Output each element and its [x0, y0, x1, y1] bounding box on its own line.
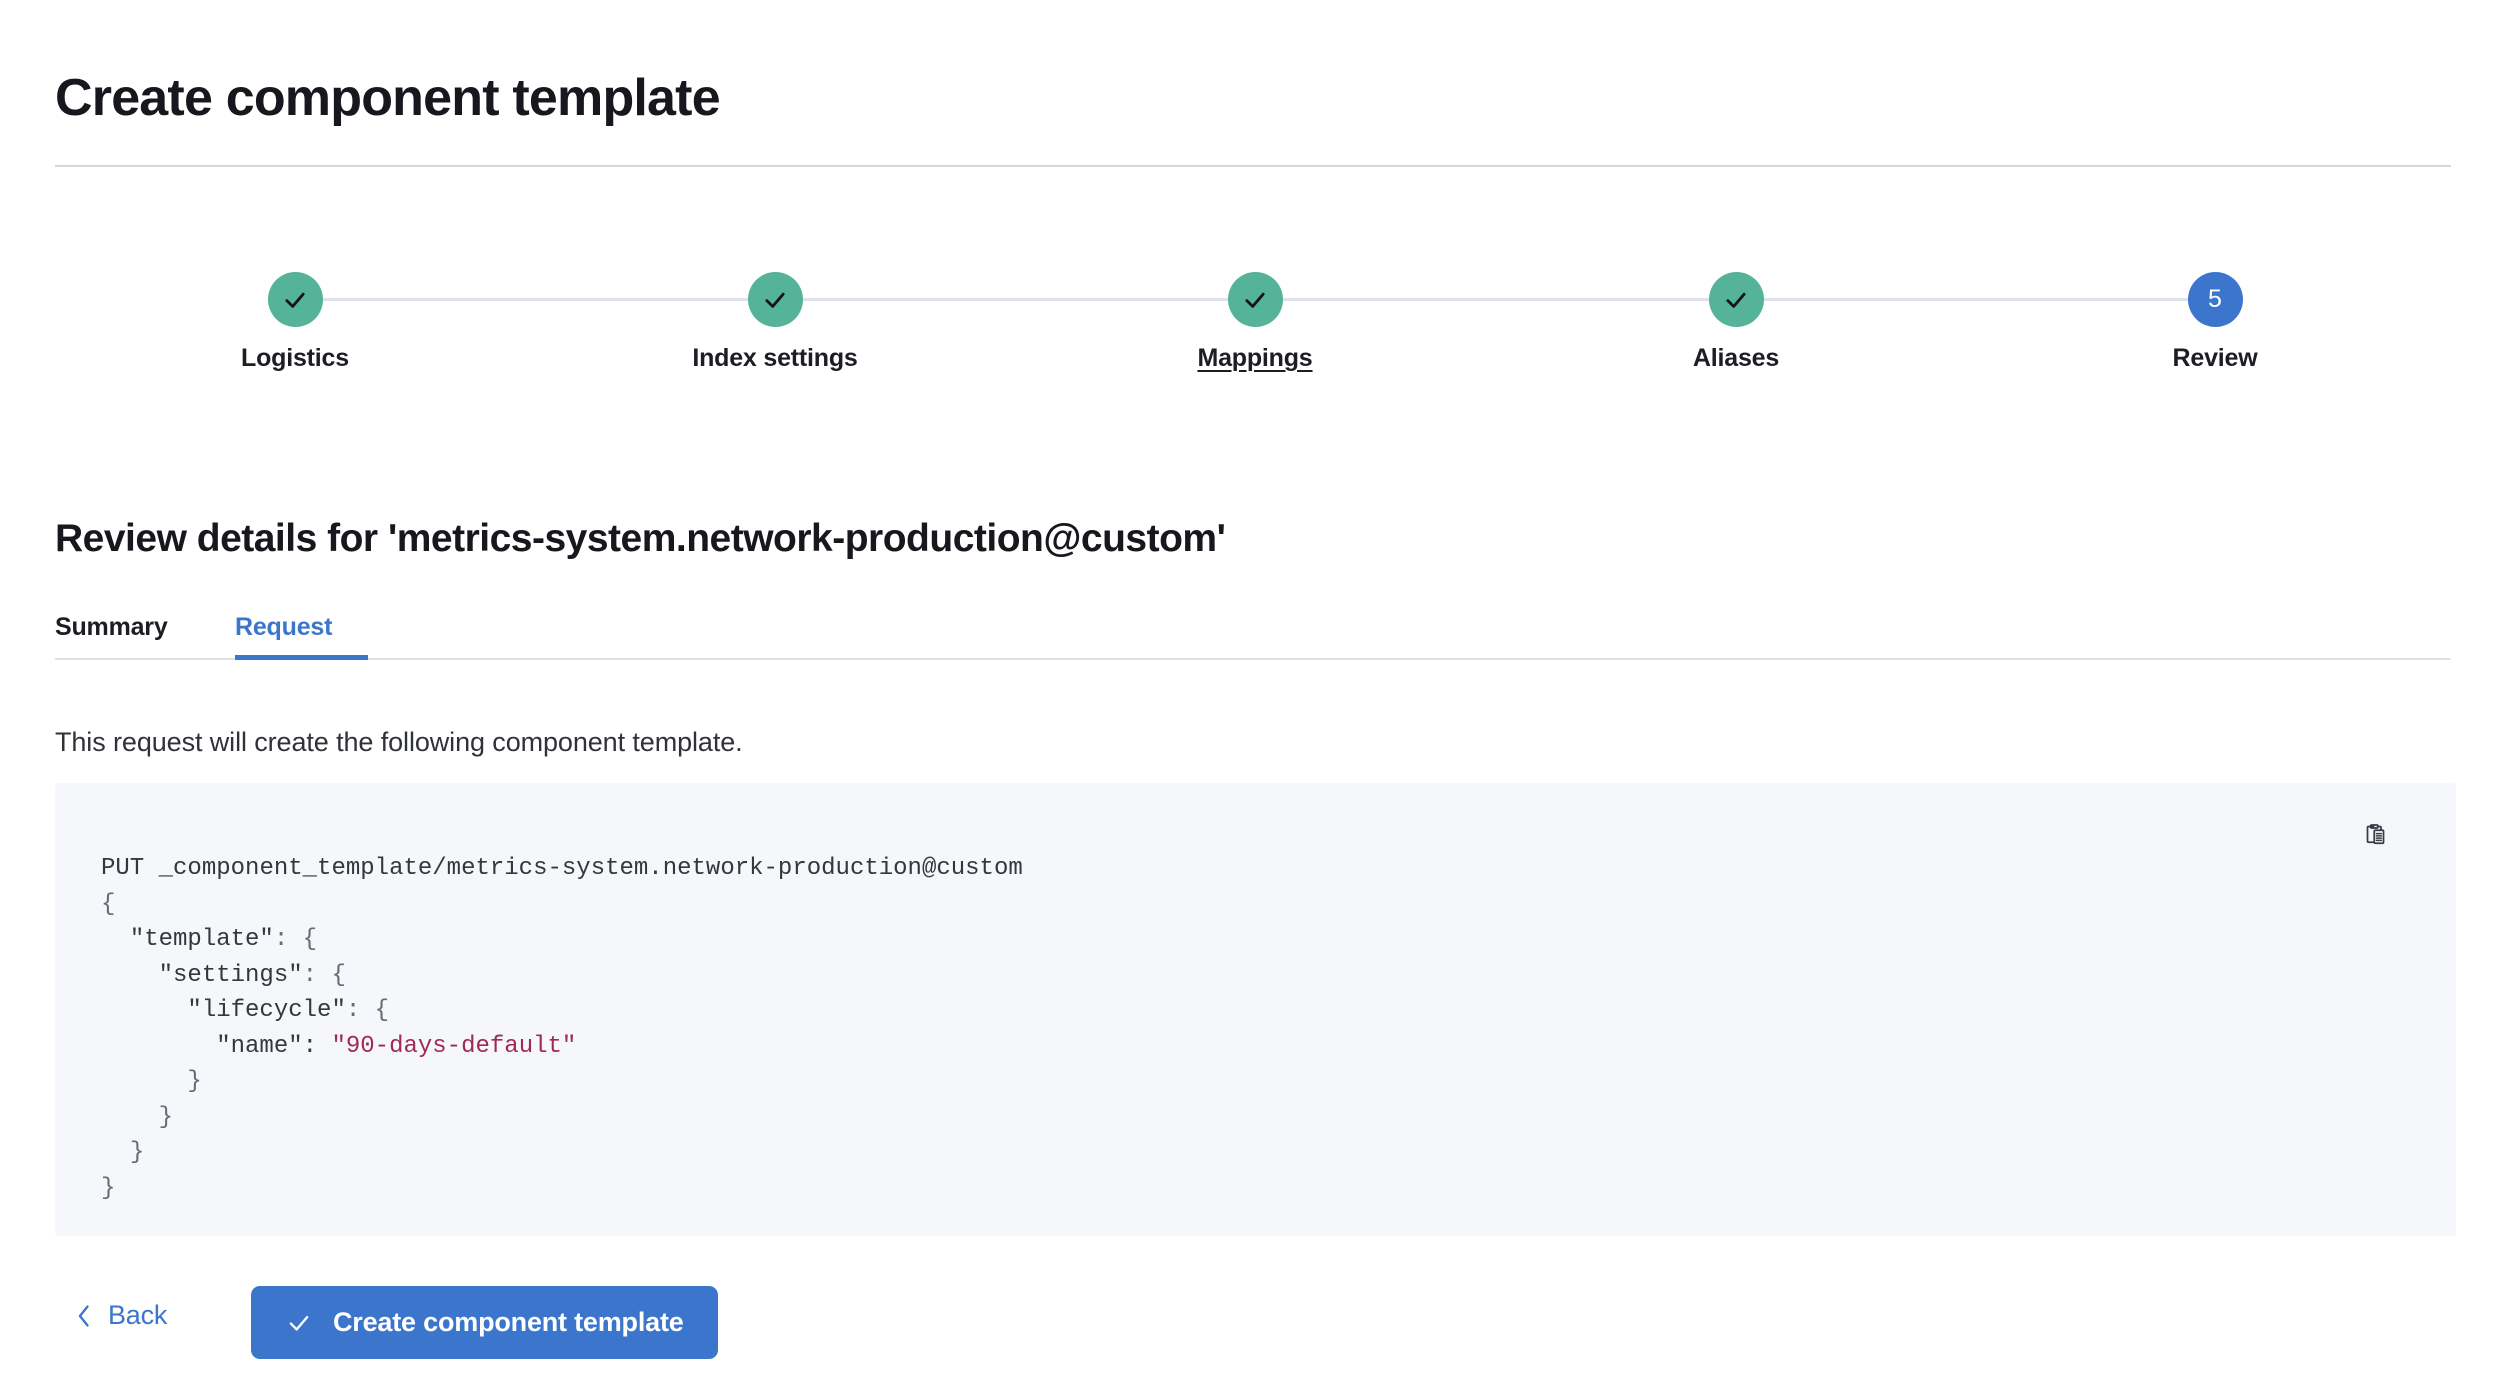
- step-indicator-mappings: [1227, 272, 1283, 327]
- step-label-review[interactable]: Review: [2172, 344, 2258, 372]
- check-icon: [1726, 292, 1746, 308]
- request-code-block: PUT _component_template/metrics-system.n…: [101, 855, 1023, 1202]
- clipboard-copy-icon: [2366, 824, 2385, 845]
- create-component-template-button[interactable]: Create component template: [251, 1286, 718, 1359]
- create-button-label: Create component template: [333, 1307, 684, 1337]
- check-icon: [285, 292, 305, 308]
- check-icon: [289, 1315, 309, 1331]
- title-divider: [55, 165, 2451, 167]
- step-indicator-index-settings: [747, 272, 803, 327]
- back-button-label: Back: [108, 1300, 168, 1330]
- review-tabs: Summary Request: [55, 598, 2451, 660]
- request-description: This request will create the following c…: [55, 727, 743, 757]
- step-indicator-logistics: [267, 272, 323, 327]
- step-label-logistics[interactable]: Logistics: [241, 344, 349, 372]
- step-label-index-settings[interactable]: Index settings: [692, 344, 858, 372]
- review-details-heading: Review details for 'metrics-system.netwo…: [55, 517, 1226, 561]
- copy-request-button[interactable]: [2357, 815, 2401, 859]
- step-label-mappings[interactable]: Mappings: [1197, 344, 1313, 372]
- step-indicator-review: 5: [2187, 272, 2243, 327]
- step-review[interactable]: 5 Review: [2095, 256, 2335, 373]
- lifecycle-name-value: "90-days-default": [331, 1032, 577, 1060]
- back-button[interactable]: Back: [74, 1300, 167, 1331]
- step-mappings[interactable]: Mappings: [1135, 256, 1375, 373]
- step-label-aliases[interactable]: Aliases: [1692, 344, 1780, 372]
- step-aliases[interactable]: Aliases: [1616, 256, 1856, 373]
- page-title: Create component template: [55, 68, 721, 127]
- step-indicator-aliases: [1708, 272, 1764, 327]
- step-number-review: 5: [2208, 285, 2222, 313]
- tab-summary[interactable]: Summary: [55, 613, 168, 660]
- wizard-stepper: Logistics Index settings Mappings: [55, 256, 2451, 386]
- step-logistics[interactable]: Logistics: [175, 256, 415, 373]
- check-icon: [1245, 292, 1265, 308]
- step-index-settings[interactable]: Index settings: [655, 256, 895, 373]
- tab-request[interactable]: Request: [235, 613, 332, 660]
- chevron-left-icon: [78, 1305, 89, 1326]
- check-icon: [765, 292, 785, 308]
- tab-active-underline: [235, 655, 368, 660]
- tabs-bottom-rule: [55, 658, 2451, 660]
- request-method-line: PUT _component_template/metrics-system.n…: [101, 855, 1023, 882]
- request-code-panel: PUT _component_template/metrics-system.n…: [55, 783, 2456, 1236]
